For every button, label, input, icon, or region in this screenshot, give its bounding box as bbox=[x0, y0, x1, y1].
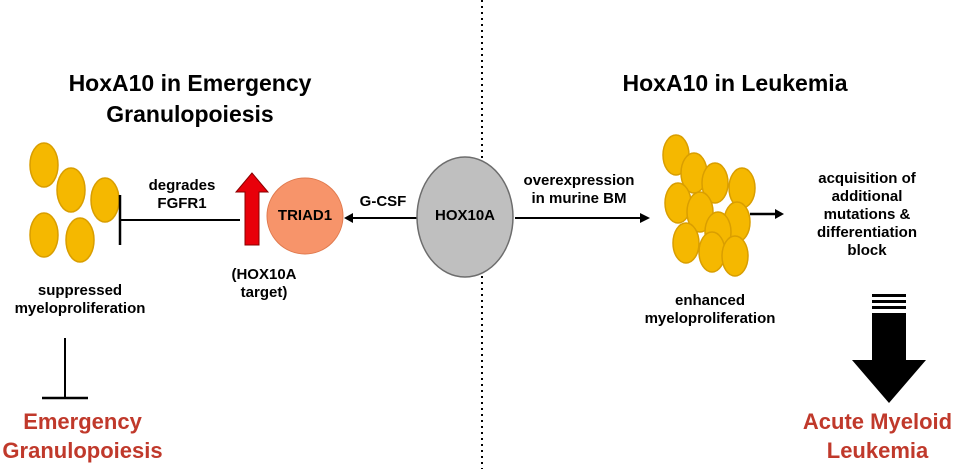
cell bbox=[90, 177, 120, 223]
triad1-note: (HOX10A target) bbox=[231, 266, 297, 301]
emergency-outcome-label: Emergency Granulopoiesis bbox=[2, 409, 163, 463]
gcsf-label: G-CSF bbox=[359, 193, 407, 210]
cell bbox=[701, 162, 729, 204]
red-up-arrow-icon bbox=[234, 172, 270, 246]
cell bbox=[29, 142, 59, 188]
hox10a-ellipse bbox=[416, 156, 514, 278]
cell bbox=[29, 212, 59, 258]
cell bbox=[728, 167, 756, 209]
cell bbox=[56, 167, 86, 213]
triad1-circle bbox=[266, 177, 344, 255]
cell bbox=[672, 222, 700, 264]
enhanced-label: enhanced myeloproliferation bbox=[644, 292, 776, 327]
triad1-label: TRIAD1 bbox=[277, 207, 333, 224]
suppressed-label: suppressed myeloproliferation bbox=[14, 282, 146, 317]
right-cell-cluster bbox=[662, 134, 756, 277]
hox10a-label: HOX10A bbox=[434, 207, 496, 224]
degrades-label: degrades FGFR1 bbox=[148, 177, 216, 212]
cell bbox=[721, 235, 749, 277]
gcsf-arrow-head bbox=[344, 213, 353, 223]
left-cell-cluster bbox=[29, 142, 120, 263]
acquisition-arrow-head bbox=[775, 209, 784, 219]
overexpression-arrow-head bbox=[640, 213, 650, 223]
overexpression-label: overexpression in murine BM bbox=[523, 172, 635, 207]
leukemia-outcome-label: Acute Myeloid Leukemia bbox=[802, 409, 953, 463]
acquisition-label: acquisition of additional mutations & di… bbox=[817, 170, 917, 259]
left-panel-title: HoxA10 in Emergency Granulopoiesis bbox=[68, 70, 312, 128]
black-down-arrow-icon bbox=[852, 294, 926, 403]
cell bbox=[698, 231, 726, 273]
right-panel-title: HoxA10 in Leukemia bbox=[622, 70, 848, 96]
cell bbox=[65, 217, 95, 263]
